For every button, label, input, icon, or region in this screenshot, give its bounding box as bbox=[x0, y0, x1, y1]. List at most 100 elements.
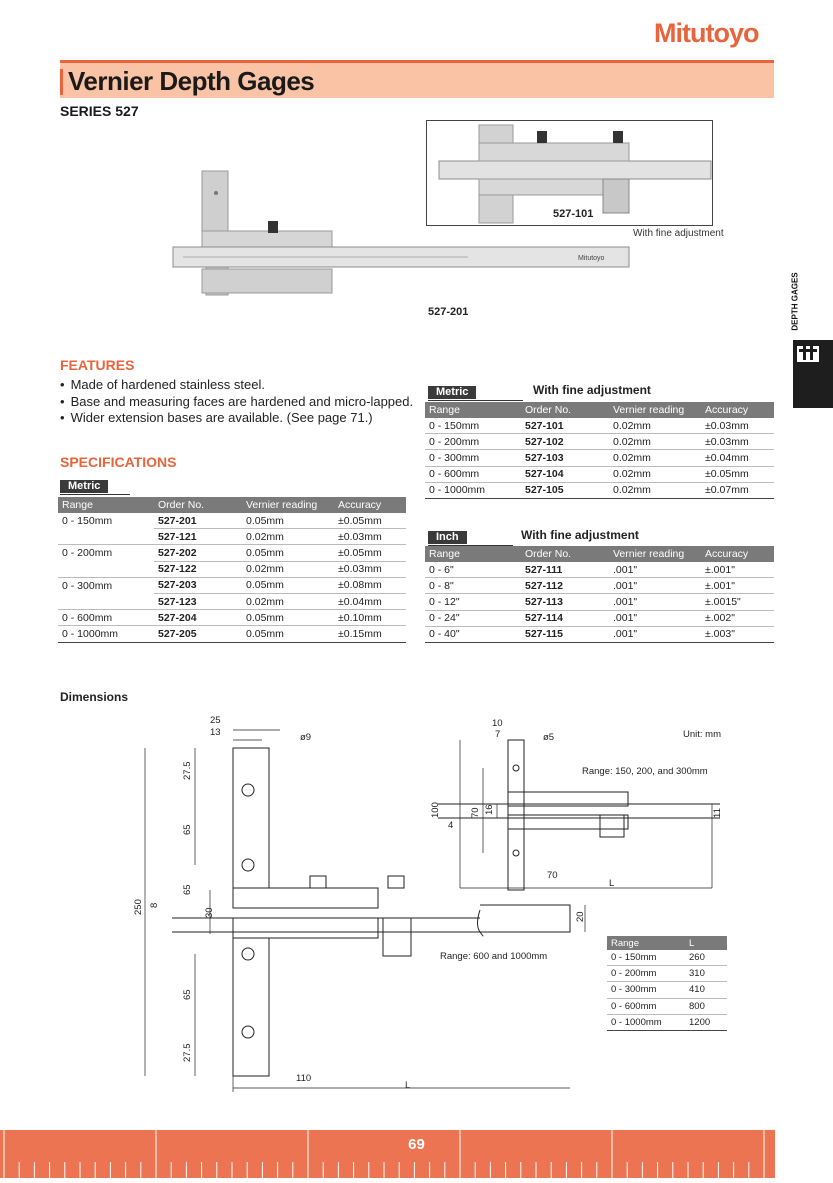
inset-photo-frame: 527-101 bbox=[426, 120, 713, 226]
dim-label: 7 bbox=[495, 729, 500, 740]
dim-label: 100 bbox=[430, 802, 441, 818]
cell: ±.003" bbox=[701, 626, 774, 643]
depth-gage-icon bbox=[797, 344, 819, 362]
dim-label: 8 bbox=[149, 903, 160, 908]
cell: 527-102 bbox=[521, 433, 609, 451]
side-tab-text: DEPTH GAGES bbox=[790, 272, 800, 331]
metric-fine-tag: Metric bbox=[428, 386, 477, 399]
dim-label: 25 bbox=[210, 715, 221, 726]
cell: 527-113 bbox=[521, 593, 609, 611]
svg-text:Mitutoyo: Mitutoyo bbox=[578, 255, 605, 262]
beam-lower bbox=[232, 937, 270, 1077]
dim-label: 4 bbox=[448, 820, 453, 831]
cell: ±0.03mm bbox=[334, 528, 406, 546]
metric-fine-heading: With fine adjustment bbox=[533, 383, 651, 397]
cell: 0 - 1000mm bbox=[425, 482, 521, 499]
cell: .001" bbox=[609, 593, 701, 611]
specifications-heading: SPECIFICATIONS bbox=[60, 454, 177, 470]
dim-label: 65 bbox=[182, 884, 193, 895]
col-accuracy: Accuracy bbox=[701, 546, 774, 562]
metric-fine-table: Range Order No. Vernier reading Accuracy… bbox=[425, 402, 774, 499]
cell: 0 - 40" bbox=[425, 626, 521, 643]
spec-metric-tagline: Metric bbox=[60, 476, 130, 495]
cell: ±.001" bbox=[701, 562, 774, 579]
cell: ±0.03mm bbox=[701, 433, 774, 451]
cell: 0 - 600mm bbox=[607, 998, 685, 1015]
cell: 527-123 bbox=[154, 593, 242, 611]
table-row: 0 - 40"527-115.001"±.003" bbox=[425, 626, 774, 643]
cell: 0 - 600mm bbox=[58, 609, 154, 627]
dim-label: 250 bbox=[133, 899, 144, 915]
dimension-drawing: 25 13 ø9 27.5 65 65 30 8 250 65 27.5 110… bbox=[133, 715, 723, 1092]
cell: ±.002" bbox=[701, 610, 774, 627]
cell: 0 - 24" bbox=[425, 610, 521, 627]
cell: 0 - 12" bbox=[425, 593, 521, 611]
cell: 527-203 bbox=[154, 577, 242, 594]
page-title: Vernier Depth Gages bbox=[68, 66, 315, 96]
cell: ±0.05mm bbox=[334, 544, 406, 562]
col-accuracy: Accuracy bbox=[334, 497, 406, 513]
cell: 0 - 150mm bbox=[607, 950, 685, 967]
cell: 0.02mm bbox=[609, 449, 701, 467]
feature-item: Base and measuring faces are hardened an… bbox=[60, 394, 414, 411]
cell: 310 bbox=[685, 965, 727, 983]
cell: 0 - 200mm bbox=[62, 547, 113, 560]
cell: 527-115 bbox=[521, 626, 609, 643]
cell: 527-112 bbox=[521, 577, 609, 595]
cell: 527-201 bbox=[154, 513, 242, 530]
cell: 0 - 300mm bbox=[425, 449, 521, 467]
col-vernier: Vernier reading bbox=[609, 546, 701, 562]
cell: ±.0015" bbox=[701, 593, 774, 611]
page-number: 69 bbox=[408, 1136, 425, 1153]
cell: 527-104 bbox=[521, 466, 609, 483]
dim-label: 27.5 bbox=[182, 762, 193, 781]
table-row: 0 - 12"527-113.001"±.0015" bbox=[425, 593, 774, 611]
cell: 0 - 6" bbox=[425, 562, 521, 579]
inch-fine-table: Range Order No. Vernier reading Accuracy… bbox=[425, 546, 774, 643]
col-order: Order No. bbox=[521, 546, 609, 562]
inch-fine-tag: Inch bbox=[428, 531, 467, 544]
cell: 527-122 bbox=[154, 561, 242, 578]
dim-label: 110 bbox=[296, 1073, 311, 1084]
inset-caption: With fine adjustment bbox=[633, 228, 724, 239]
cell: 0 - 8" bbox=[425, 577, 521, 595]
cell: ±0.04mm bbox=[334, 593, 406, 611]
cell: 527-204 bbox=[154, 609, 242, 627]
cell: 800 bbox=[685, 998, 727, 1015]
dim-label: L bbox=[609, 878, 614, 889]
product-photo-527-201: Mitutoyo bbox=[172, 170, 630, 296]
dim-label: 65 bbox=[182, 989, 193, 1000]
cell: .001" bbox=[609, 562, 701, 579]
cell bbox=[58, 561, 154, 578]
cell: 527-205 bbox=[154, 625, 242, 643]
cell: 0 - 200mm bbox=[425, 433, 521, 451]
col-range: Range bbox=[425, 402, 521, 418]
title-bar: Vernier Depth Gages bbox=[60, 60, 774, 98]
col-vernier: Vernier reading bbox=[242, 497, 334, 513]
cell: 0.05mm bbox=[242, 513, 334, 530]
col-length: L bbox=[685, 936, 727, 950]
col-range: Range bbox=[58, 497, 154, 513]
cell bbox=[58, 528, 154, 546]
cell: ±0.05mm bbox=[701, 466, 774, 483]
col-range: Range bbox=[607, 936, 685, 950]
dim-unit: Unit: mm bbox=[683, 729, 721, 740]
product-photo-527-101 bbox=[438, 124, 712, 224]
dim-label: 70 bbox=[470, 807, 481, 818]
col-accuracy: Accuracy bbox=[701, 402, 774, 418]
dim-label: 11 bbox=[712, 808, 723, 818]
cell: 0 - 600mm bbox=[425, 466, 521, 483]
ruler-ticks bbox=[3, 1130, 765, 1178]
cell: 0.02mm bbox=[242, 593, 334, 611]
cell: ±0.10mm bbox=[334, 609, 406, 627]
dim-label: 16 bbox=[484, 804, 495, 815]
cell: 0.02mm bbox=[609, 433, 701, 451]
dim-label: 65 bbox=[182, 824, 193, 835]
inch-fine-tagline: Inch bbox=[428, 527, 513, 546]
